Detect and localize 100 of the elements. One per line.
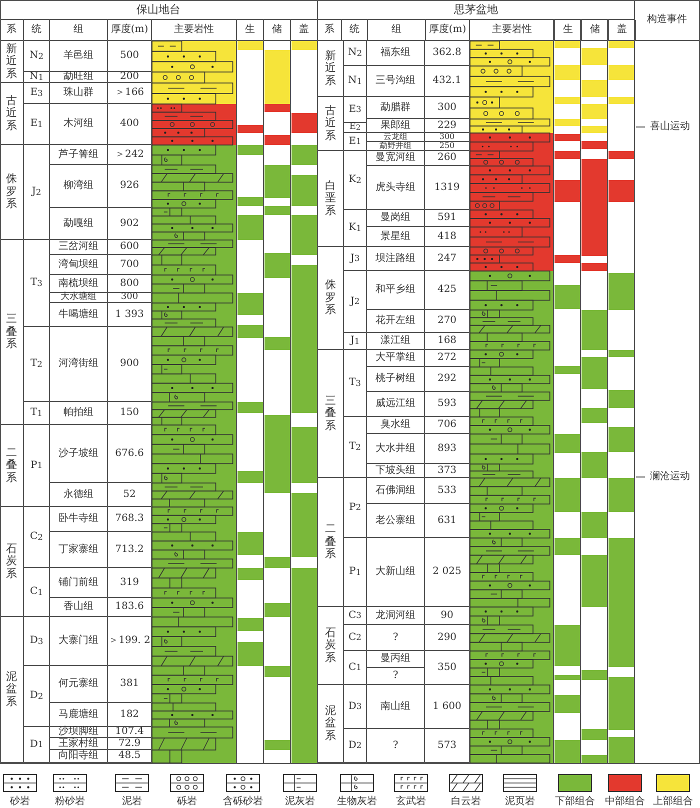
system-name: 泥盆系 bbox=[318, 685, 344, 763]
column-header: 储 bbox=[582, 20, 609, 41]
thickness-value: 425 bbox=[425, 271, 470, 310]
thickness-value: 247 bbox=[425, 247, 470, 271]
thickness-value: 768.3 bbox=[108, 507, 152, 532]
column-header: 统 bbox=[342, 20, 368, 41]
formation-name: 大水井组 bbox=[367, 434, 425, 464]
thickness-value: 373 bbox=[425, 464, 470, 478]
thickness-value: 52 bbox=[108, 483, 152, 507]
thickness-value: 631 bbox=[425, 504, 470, 538]
thickness-value: 900 bbox=[108, 327, 152, 402]
thickness-value: 300 bbox=[425, 133, 470, 142]
formation-name: 勐嘎组 bbox=[50, 208, 108, 240]
formation-name: 花开左组 bbox=[367, 310, 425, 333]
system-name: 三叠系 bbox=[318, 350, 344, 478]
thickness-value: 593 bbox=[425, 392, 470, 417]
thickness-value: 300 bbox=[108, 293, 152, 303]
thickness-value: 290 bbox=[425, 625, 470, 651]
column-header: 主要岩性 bbox=[152, 20, 237, 41]
column-header: 系 bbox=[318, 20, 342, 41]
formation-name: 三岔河组 bbox=[50, 240, 108, 255]
thickness-value: 250 bbox=[425, 142, 470, 151]
formation-name: 曼宽河组 bbox=[367, 151, 425, 166]
system-name: 石炭系 bbox=[0, 507, 24, 617]
legend-label: 中部组合 bbox=[604, 794, 646, 808]
legend-label: 上部组合 bbox=[652, 794, 694, 808]
thickness-value: 90 bbox=[425, 607, 470, 625]
column-header: 组 bbox=[50, 20, 108, 41]
formation-name: 大水塘组 bbox=[50, 293, 108, 303]
thickness-value: 300 bbox=[425, 97, 470, 119]
region-header: 思茅盆地 bbox=[318, 0, 635, 20]
formation-name: 河湾街组 bbox=[50, 327, 108, 402]
formation-name: 和平乡组 bbox=[367, 271, 425, 310]
system-name: 新近系 bbox=[318, 41, 344, 97]
formation-name: 曼岗组 bbox=[367, 210, 425, 227]
thickness-value: ＞166 bbox=[108, 83, 152, 104]
column-header: 统 bbox=[24, 20, 50, 41]
system-name: 侏罗系 bbox=[0, 145, 24, 240]
tectonic-event-label: 澜沧运动 bbox=[650, 471, 690, 483]
formation-name: 威远江组 bbox=[367, 392, 425, 417]
thickness-value: 150 bbox=[108, 402, 152, 425]
column-header: 生 bbox=[237, 20, 264, 41]
formation-name: 羊邑组 bbox=[50, 41, 108, 72]
formation-name: 王家村组 bbox=[50, 738, 108, 750]
formation-name: 漾江组 bbox=[367, 333, 425, 350]
thickness-value: 713.2 bbox=[108, 532, 152, 568]
system-name: 二叠系 bbox=[318, 478, 344, 607]
formation-name: 勐野井组 bbox=[367, 142, 425, 151]
column-header: 盖 bbox=[609, 20, 636, 41]
system-name: 白垩系 bbox=[318, 151, 344, 247]
formation-name: 果郎组 bbox=[367, 119, 425, 133]
formation-name: 芦子箐组 bbox=[50, 145, 108, 165]
formation-name: 大平掌组 bbox=[367, 350, 425, 367]
thickness-value: 591 bbox=[425, 210, 470, 227]
thickness-value: 902 bbox=[108, 208, 152, 240]
thickness-value: 400 bbox=[108, 104, 152, 145]
formation-name: 龙洞河组 bbox=[367, 607, 425, 625]
legend-label: 下部组合 bbox=[554, 794, 596, 808]
formation-name: 老公寨组 bbox=[367, 504, 425, 538]
system-name: 古近系 bbox=[318, 97, 344, 151]
system-name: 三叠系 bbox=[0, 240, 24, 425]
system-name: 二叠系 bbox=[0, 425, 24, 507]
formation-name: 石佛洞组 bbox=[367, 478, 425, 504]
thickness-value: ＞242 bbox=[108, 145, 152, 165]
tectonic-event-label: 喜山运动 bbox=[650, 121, 690, 133]
formation-name: 福东组 bbox=[367, 41, 425, 66]
thickness-value: 600 bbox=[108, 240, 152, 255]
formation-name: 木河组 bbox=[50, 104, 108, 145]
column-header: 主要岩性 bbox=[470, 20, 555, 41]
column-header: 厚度(m) bbox=[426, 20, 470, 41]
formation-name: 大新山组 bbox=[367, 538, 425, 607]
thickness-value: 1 393 bbox=[108, 303, 152, 327]
thickness-value: 926 bbox=[108, 165, 152, 208]
formation-name: 桃子树组 bbox=[367, 367, 425, 392]
formation-name: 臭水组 bbox=[367, 417, 425, 434]
thickness-value: 229 bbox=[425, 119, 470, 133]
formation-name: 景星组 bbox=[367, 227, 425, 247]
system-name: 新近系 bbox=[0, 41, 24, 83]
legend-label: 砾岩 bbox=[176, 794, 198, 808]
thickness-value: 573 bbox=[425, 729, 470, 763]
formation-name: 云龙组 bbox=[367, 133, 425, 142]
formation-name: 香山组 bbox=[50, 598, 108, 617]
formation-name: 柳湾组 bbox=[50, 165, 108, 208]
column-header: 盖 bbox=[291, 20, 318, 41]
formation-name: 虎头寺组 bbox=[367, 166, 425, 210]
legend-label: 含砾砂岩 bbox=[222, 794, 264, 808]
formation-name: 曼丙组 bbox=[367, 651, 425, 668]
formation-name: 沙坝脚组 bbox=[50, 727, 108, 738]
formation-name: 下坡头组 bbox=[367, 464, 425, 478]
thickness-value: 700 bbox=[108, 255, 152, 275]
formation-name: 何元寨组 bbox=[50, 666, 108, 703]
thickness-value: 2 025 bbox=[425, 538, 470, 607]
formation-name: 帕拍组 bbox=[50, 402, 108, 425]
thickness-value: 500 bbox=[108, 41, 152, 72]
thickness-value: 182 bbox=[108, 703, 152, 727]
legend-label: 砂岩 bbox=[9, 794, 31, 808]
formation-name: 丁家寨组 bbox=[50, 532, 108, 568]
legend-label: 泥岩 bbox=[121, 794, 143, 808]
formation-name: 珠山群 bbox=[50, 83, 108, 104]
thickness-value: 676.6 bbox=[108, 425, 152, 483]
